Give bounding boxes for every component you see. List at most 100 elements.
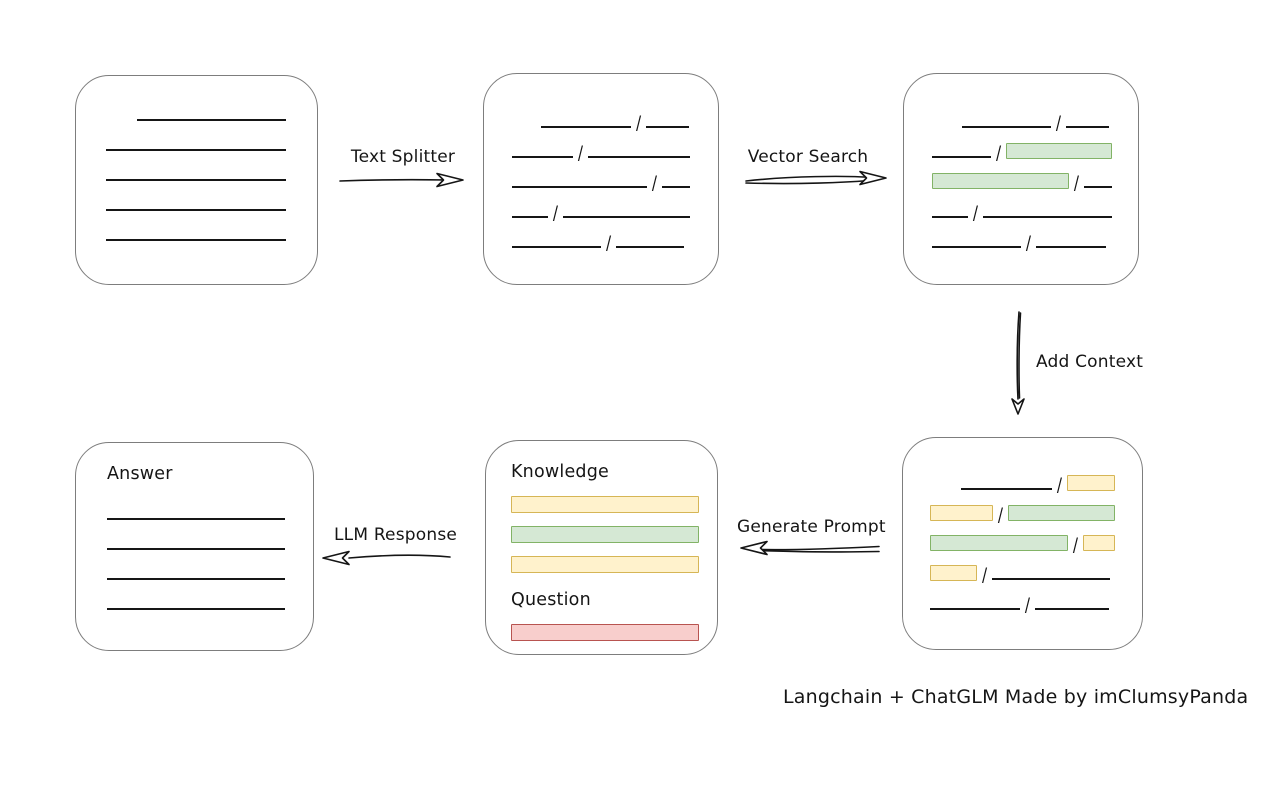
slash-separator: / bbox=[981, 564, 988, 586]
label-add-context: Add Context bbox=[1036, 352, 1144, 372]
text-row bbox=[106, 152, 289, 182]
text-line bbox=[662, 186, 690, 188]
green-highlight-chunk bbox=[930, 535, 1068, 551]
green-highlight-chunk bbox=[1006, 143, 1112, 159]
text-line bbox=[107, 608, 285, 610]
text-line bbox=[982, 216, 1112, 218]
node-heading: Answer bbox=[107, 464, 173, 484]
slash-separator: / bbox=[1072, 534, 1079, 556]
slash-separator: / bbox=[1073, 172, 1080, 194]
text-row: / bbox=[932, 99, 1112, 134]
text-row bbox=[106, 182, 289, 212]
node-heading: Question bbox=[511, 590, 591, 610]
text-row: / bbox=[512, 159, 690, 194]
text-line bbox=[106, 209, 286, 211]
caption: Langchain + ChatGLM Made by imClumsyPand… bbox=[783, 686, 1249, 708]
text-row: / bbox=[512, 99, 690, 134]
text-row bbox=[107, 491, 285, 521]
text-line bbox=[1084, 186, 1112, 188]
text-line bbox=[992, 578, 1110, 580]
slash-separator: / bbox=[972, 202, 978, 224]
text-line bbox=[106, 239, 286, 241]
slash-separator: / bbox=[1057, 474, 1063, 496]
text-line bbox=[512, 246, 601, 248]
text-line bbox=[932, 216, 968, 218]
text-row bbox=[107, 551, 285, 581]
text-line bbox=[107, 518, 285, 520]
vector-search-arrow-icon bbox=[745, 170, 887, 186]
add-context-arrow-icon bbox=[1011, 311, 1025, 415]
slash-separator: / bbox=[635, 112, 642, 134]
text-line bbox=[962, 126, 1051, 128]
text-line bbox=[1036, 246, 1106, 248]
yellow-highlight-chunk bbox=[1067, 475, 1115, 491]
slash-separator: / bbox=[997, 504, 1003, 526]
slash-separator: / bbox=[1025, 232, 1032, 254]
text-line bbox=[107, 578, 285, 580]
yellow-highlight-chunk bbox=[930, 565, 977, 581]
node-search-results: / / / / / bbox=[903, 73, 1139, 285]
text-row: / bbox=[930, 461, 1115, 496]
slash-separator: / bbox=[1055, 112, 1062, 134]
text-line bbox=[932, 246, 1021, 248]
text-row bbox=[107, 521, 285, 551]
text-splitter-arrow-icon bbox=[339, 172, 464, 188]
slash-separator: / bbox=[577, 142, 583, 164]
text-row bbox=[106, 212, 289, 242]
slash-separator: / bbox=[552, 202, 558, 224]
text-row: / bbox=[930, 521, 1115, 556]
slash-separator: / bbox=[605, 232, 612, 254]
node-document bbox=[75, 75, 318, 285]
text-line bbox=[541, 126, 631, 128]
label-generate-prompt: Generate Prompt bbox=[737, 517, 886, 537]
yellow-highlight-chunk bbox=[1083, 535, 1115, 551]
text-line bbox=[137, 119, 286, 121]
node-split-text: / / / / / bbox=[483, 73, 719, 285]
text-row: / bbox=[512, 129, 690, 164]
text-row: / bbox=[930, 491, 1115, 526]
text-row: / bbox=[932, 189, 1112, 224]
text-line bbox=[930, 608, 1020, 610]
green-highlight-chunk bbox=[1007, 505, 1115, 521]
text-row: / bbox=[930, 581, 1115, 616]
text-line bbox=[512, 156, 573, 158]
llm-response-arrow-icon bbox=[322, 550, 451, 566]
text-row: / bbox=[512, 219, 690, 254]
node-heading: Knowledge bbox=[511, 462, 609, 482]
red-bar bbox=[511, 624, 699, 641]
text-row: / bbox=[932, 219, 1112, 254]
generate-prompt-arrow-icon bbox=[740, 540, 880, 556]
slash-separator: / bbox=[1024, 594, 1031, 616]
text-line bbox=[961, 488, 1053, 490]
text-row bbox=[106, 122, 289, 152]
text-row bbox=[107, 581, 285, 611]
slash-separator: / bbox=[995, 142, 1002, 164]
text-row: / bbox=[512, 189, 690, 224]
text-line bbox=[932, 156, 991, 158]
text-row bbox=[106, 92, 289, 122]
label-vector-search: Vector Search bbox=[747, 147, 869, 167]
text-line bbox=[106, 149, 286, 151]
text-line bbox=[1066, 126, 1109, 128]
text-line bbox=[512, 186, 648, 188]
text-line bbox=[616, 246, 684, 248]
text-row: / bbox=[932, 159, 1112, 194]
text-line bbox=[646, 126, 689, 128]
label-llm-response: LLM Response bbox=[334, 525, 458, 545]
text-line bbox=[107, 548, 285, 550]
green-highlight-chunk bbox=[932, 173, 1069, 189]
yellow-highlight-chunk bbox=[930, 505, 993, 521]
yellow-bar bbox=[511, 556, 699, 573]
yellow-bar bbox=[511, 496, 699, 513]
label-text-splitter: Text Splitter bbox=[350, 147, 456, 167]
text-row: / bbox=[932, 129, 1112, 164]
green-bar bbox=[511, 526, 699, 543]
node-answer: Answer bbox=[75, 442, 314, 651]
text-line bbox=[512, 216, 548, 218]
text-line bbox=[587, 156, 690, 158]
text-line bbox=[562, 216, 690, 218]
slash-separator: / bbox=[652, 172, 658, 194]
text-row: / bbox=[930, 551, 1115, 586]
